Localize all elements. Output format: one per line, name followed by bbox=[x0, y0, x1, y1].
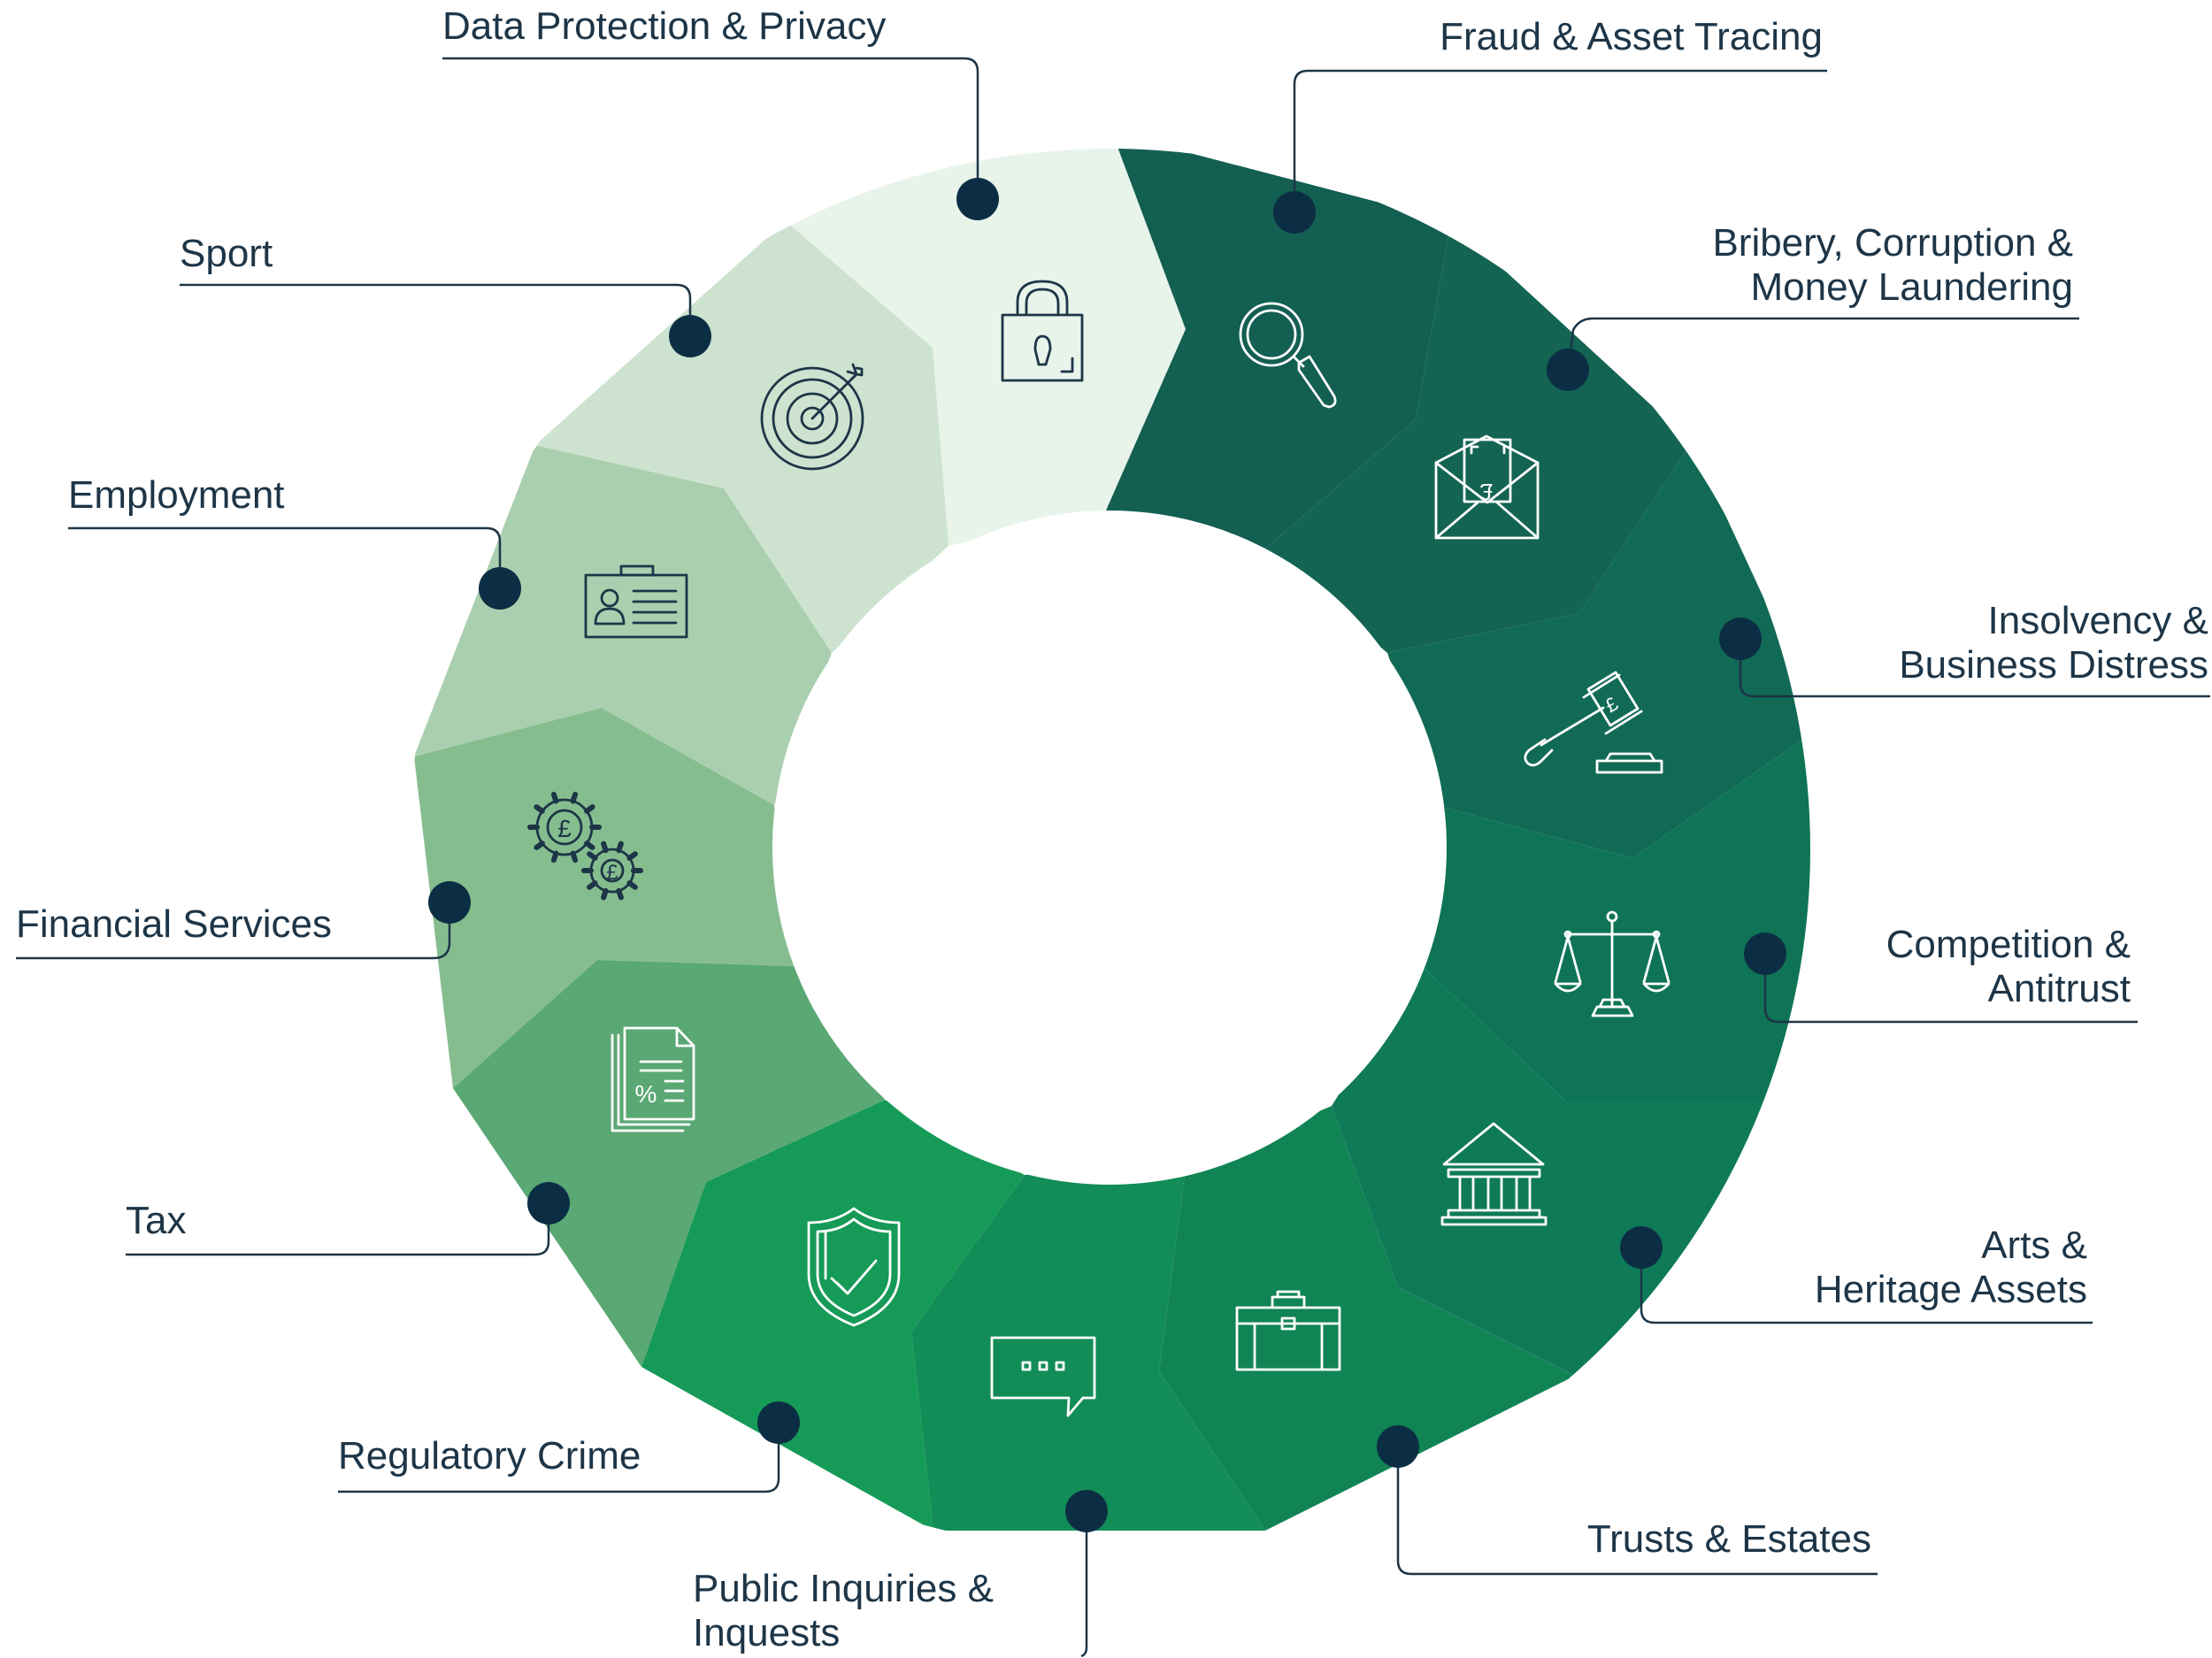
label-arts-line-1: Arts & bbox=[1981, 1224, 2087, 1267]
segment-fraud bbox=[1106, 149, 1451, 549]
label-arts: Arts & Heritage Assets bbox=[1815, 1224, 2087, 1312]
leader-line-employment bbox=[68, 526, 502, 588]
marker-dot-data-protection bbox=[956, 178, 999, 220]
segment-competition bbox=[1420, 725, 1810, 1101]
id-card-icon bbox=[584, 564, 688, 639]
envelope-pound-icon: £ bbox=[1434, 434, 1540, 540]
label-regulatory-line-1: Regulatory Crime bbox=[338, 1434, 641, 1478]
target-icon bbox=[760, 363, 864, 471]
label-data-protection: Data Protection & Privacy bbox=[442, 4, 886, 49]
label-regulatory: Regulatory Crime bbox=[338, 1434, 641, 1478]
marker-dot-employment bbox=[479, 567, 521, 610]
leader-line-regulatory bbox=[338, 1423, 780, 1493]
label-competition: Competition & Antitrust bbox=[1886, 923, 2131, 1011]
label-financial-line-1: Financial Services bbox=[16, 902, 333, 946]
leader-line-trusts bbox=[1396, 1447, 1878, 1576]
leader-line-insolvency bbox=[1739, 639, 2210, 698]
marker-dot-financial bbox=[428, 881, 471, 924]
label-fraud: Fraud & Asset Tracing bbox=[1440, 15, 1823, 59]
leader-line-tax bbox=[126, 1203, 550, 1256]
label-trusts-line-1: Trusts & Estates bbox=[1586, 1517, 1871, 1561]
tax-document-icon: % bbox=[611, 1026, 695, 1132]
segment-sport bbox=[535, 221, 949, 653]
label-bribery-line-2: Money Laundering bbox=[1750, 265, 2073, 309]
scales-icon bbox=[1554, 910, 1671, 1017]
leader-line-sport bbox=[180, 283, 692, 336]
label-bribery: Bribery, Corruption & Money Laundering bbox=[1712, 221, 2073, 310]
marker-dot-sport bbox=[669, 315, 711, 357]
marker-dot-bribery bbox=[1547, 349, 1589, 391]
label-inquiries-line-1: Public Inquiries & bbox=[693, 1567, 994, 1610]
leader-line-data-protection bbox=[442, 57, 979, 199]
label-data-protection-line-1: Data Protection & Privacy bbox=[442, 4, 887, 48]
label-inquiries-line-2: Inquests bbox=[693, 1611, 841, 1654]
svg-text:£: £ bbox=[606, 861, 618, 885]
marker-dot-inquiries bbox=[1065, 1490, 1108, 1532]
segment-inquiries bbox=[911, 1168, 1265, 1531]
segment-arts bbox=[1332, 964, 1810, 1376]
marker-dot-fraud bbox=[1273, 191, 1316, 234]
label-sport-line-1: Sport bbox=[180, 232, 273, 275]
marker-dot-insolvency bbox=[1719, 618, 1762, 660]
segment-employment bbox=[414, 445, 832, 805]
label-bribery-line-1: Bribery, Corruption & bbox=[1712, 221, 2073, 265]
segment-bribery bbox=[1265, 221, 1692, 653]
label-fraud-line-1: Fraud & Asset Tracing bbox=[1440, 15, 1823, 58]
museum-icon bbox=[1440, 1122, 1548, 1226]
svg-text:%: % bbox=[635, 1080, 657, 1108]
magnifier-icon bbox=[1239, 302, 1337, 409]
shield-check-icon bbox=[807, 1207, 901, 1327]
label-tax-line-1: Tax bbox=[126, 1199, 187, 1242]
label-competition-line-1: Competition & bbox=[1886, 923, 2131, 966]
speech-bubble-icon bbox=[990, 1336, 1096, 1417]
label-insolvency-line-2: Business Distress bbox=[1899, 643, 2208, 687]
segment-insolvency bbox=[1387, 442, 1810, 858]
segment-tax bbox=[453, 960, 885, 1367]
marker-dot-trusts bbox=[1377, 1425, 1419, 1468]
leader-line-financial bbox=[16, 902, 451, 960]
label-financial: Financial Services bbox=[16, 902, 332, 947]
leader-line-inquiries bbox=[1080, 1511, 1088, 1658]
marker-dot-arts bbox=[1620, 1226, 1663, 1269]
leader-lines bbox=[16, 57, 2210, 1658]
marker-dot-competition bbox=[1744, 933, 1786, 975]
label-employment-line-1: Employment bbox=[68, 473, 285, 517]
label-competition-line-2: Antitrust bbox=[1987, 967, 2131, 1010]
label-tax: Tax bbox=[126, 1199, 186, 1243]
padlock-icon bbox=[1001, 280, 1084, 382]
gears-pound-icon: £ £ bbox=[527, 791, 643, 901]
label-trusts: Trusts & Estates bbox=[1587, 1517, 1871, 1562]
svg-text:£: £ bbox=[557, 815, 572, 842]
svg-text:£: £ bbox=[1479, 479, 1493, 505]
marker-dot-regulatory bbox=[757, 1401, 800, 1444]
label-sport: Sport bbox=[180, 232, 273, 276]
leader-line-arts bbox=[1640, 1247, 2093, 1324]
label-insolvency: Insolvency & Business Distress bbox=[1899, 599, 2208, 687]
label-arts-line-2: Heritage Assets bbox=[1814, 1268, 2087, 1311]
segment-data-protection bbox=[786, 149, 1186, 546]
marker-dot-tax bbox=[527, 1182, 570, 1224]
label-employment: Employment bbox=[68, 473, 285, 518]
leader-line-bribery bbox=[1566, 317, 2079, 371]
leader-line-competition bbox=[1763, 954, 2138, 1024]
label-insolvency-line-1: Insolvency & bbox=[1987, 599, 2208, 642]
label-inquiries: Public Inquiries & Inquests bbox=[693, 1567, 994, 1655]
wheel-center-hole bbox=[772, 510, 1447, 1185]
briefcase-icon bbox=[1235, 1290, 1341, 1371]
segment-trusts bbox=[1159, 1106, 1575, 1531]
leader-line-fraud bbox=[1293, 69, 1827, 212]
